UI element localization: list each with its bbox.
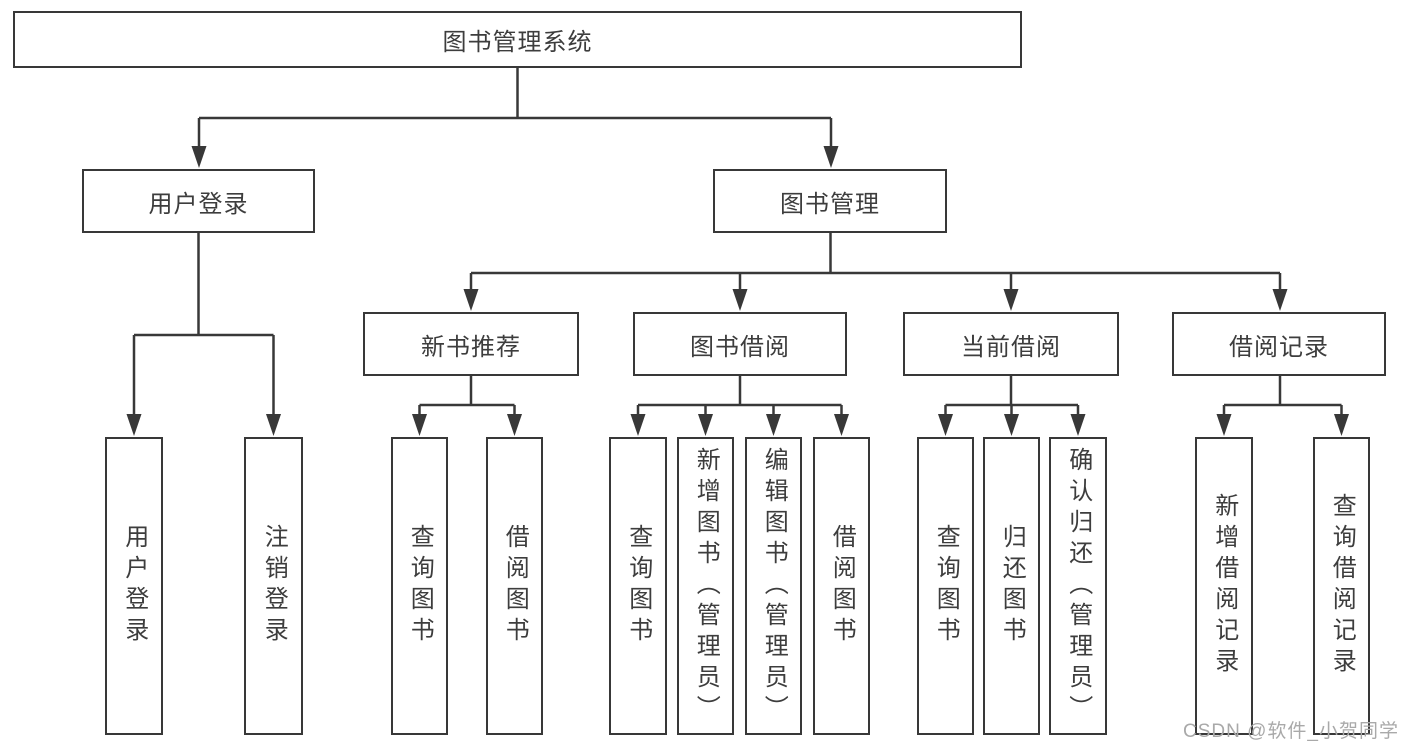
connector-borrow-records-to-leaves	[1222, 376, 1343, 418]
leaf-query-books-3: 查询图书	[917, 437, 974, 735]
arrowhead	[1272, 289, 1288, 311]
node-borrow-records: 借阅记录	[1172, 312, 1386, 376]
node-book-management-label: 图书管理	[780, 190, 880, 218]
leaf-query-borrow-record-label: 查询借阅记录	[1328, 493, 1356, 679]
leaf-borrow-books-2: 借阅图书	[813, 437, 870, 735]
leaf-edit-books-admin-label: 编辑图书（管理员）	[760, 446, 788, 726]
arrowhead	[266, 414, 281, 436]
node-current-borrow-label: 当前借阅	[961, 333, 1061, 361]
arrowhead	[1216, 414, 1232, 436]
leaf-user-login-label: 用户登录	[120, 524, 148, 648]
leaf-borrow-books-2-label: 借阅图书	[828, 524, 856, 648]
node-user-login: 用户登录	[82, 169, 315, 233]
leaf-logout-label: 注销登录	[260, 524, 288, 648]
arrowhead	[126, 414, 142, 436]
arrowhead	[1334, 414, 1349, 436]
arrowhead	[630, 414, 646, 436]
leaf-query-books-3-label: 查询图书	[932, 524, 960, 648]
leaf-add-books-admin: 新增图书（管理员）	[677, 437, 734, 735]
node-current-borrow: 当前借阅	[903, 312, 1119, 376]
leaf-query-books-2: 查询图书	[609, 437, 667, 735]
arrowhead	[766, 414, 781, 436]
arrowhead	[823, 146, 839, 168]
arrowhead	[698, 414, 713, 436]
leaf-edit-books-admin: 编辑图书（管理员）	[745, 437, 802, 735]
leaf-query-books-2-label: 查询图书	[624, 524, 652, 648]
arrowhead	[1070, 414, 1086, 436]
node-user-login-label: 用户登录	[148, 190, 249, 218]
leaf-add-borrow-record-label: 新增借阅记录	[1210, 493, 1238, 679]
leaf-return-books-label: 归还图书	[998, 524, 1026, 648]
node-new-book-recommend: 新书推荐	[363, 312, 579, 376]
node-book-borrow-label: 图书借阅	[690, 333, 790, 361]
leaf-confirm-return-admin-label: 确认归还（管理员）	[1064, 446, 1092, 726]
arrowhead	[1003, 289, 1019, 311]
connector-current-borrow-to-leaves	[944, 376, 1080, 418]
connector-root-to-level2	[197, 68, 833, 150]
connector-new-books-to-leaves	[418, 376, 516, 418]
node-root: 图书管理系统	[13, 11, 1022, 68]
leaf-borrow-books-1-label: 借阅图书	[501, 524, 529, 648]
leaf-confirm-return-admin: 确认归还（管理员）	[1049, 437, 1107, 735]
arrowhead	[463, 289, 479, 311]
node-new-book-recommend-label: 新书推荐	[421, 333, 521, 361]
leaf-add-books-admin-label: 新增图书（管理员）	[692, 446, 720, 726]
leaf-query-books-1: 查询图书	[391, 437, 448, 735]
csdn-watermark: CSDN @软件_小贺同学	[1183, 721, 1399, 742]
arrowhead	[507, 414, 522, 436]
node-book-management: 图书管理	[713, 169, 947, 233]
node-borrow-records-label: 借阅记录	[1229, 333, 1329, 361]
leaf-borrow-books-1: 借阅图书	[486, 437, 543, 735]
node-book-borrow: 图书借阅	[633, 312, 847, 376]
arrowheads	[126, 146, 1349, 436]
arrowhead	[412, 414, 427, 436]
arrowhead	[1004, 414, 1019, 436]
leaf-query-books-1-label: 查询图书	[406, 524, 434, 648]
arrowhead	[938, 414, 953, 436]
leaf-return-books: 归还图书	[983, 437, 1040, 735]
leaf-query-borrow-record: 查询借阅记录	[1313, 437, 1370, 735]
connector-user-login-to-leaves	[132, 233, 275, 418]
connector-book-mgmt-to-level3	[469, 233, 1282, 293]
arrowhead	[732, 289, 748, 311]
leaf-add-borrow-record: 新增借阅记录	[1195, 437, 1253, 735]
connector-book-borrow-to-leaves	[636, 376, 843, 418]
leaf-logout: 注销登录	[244, 437, 303, 735]
leaf-user-login: 用户登录	[105, 437, 163, 735]
node-root-label: 图书管理系统	[442, 29, 593, 56]
arrowhead	[834, 414, 849, 436]
arrowhead	[191, 146, 207, 168]
